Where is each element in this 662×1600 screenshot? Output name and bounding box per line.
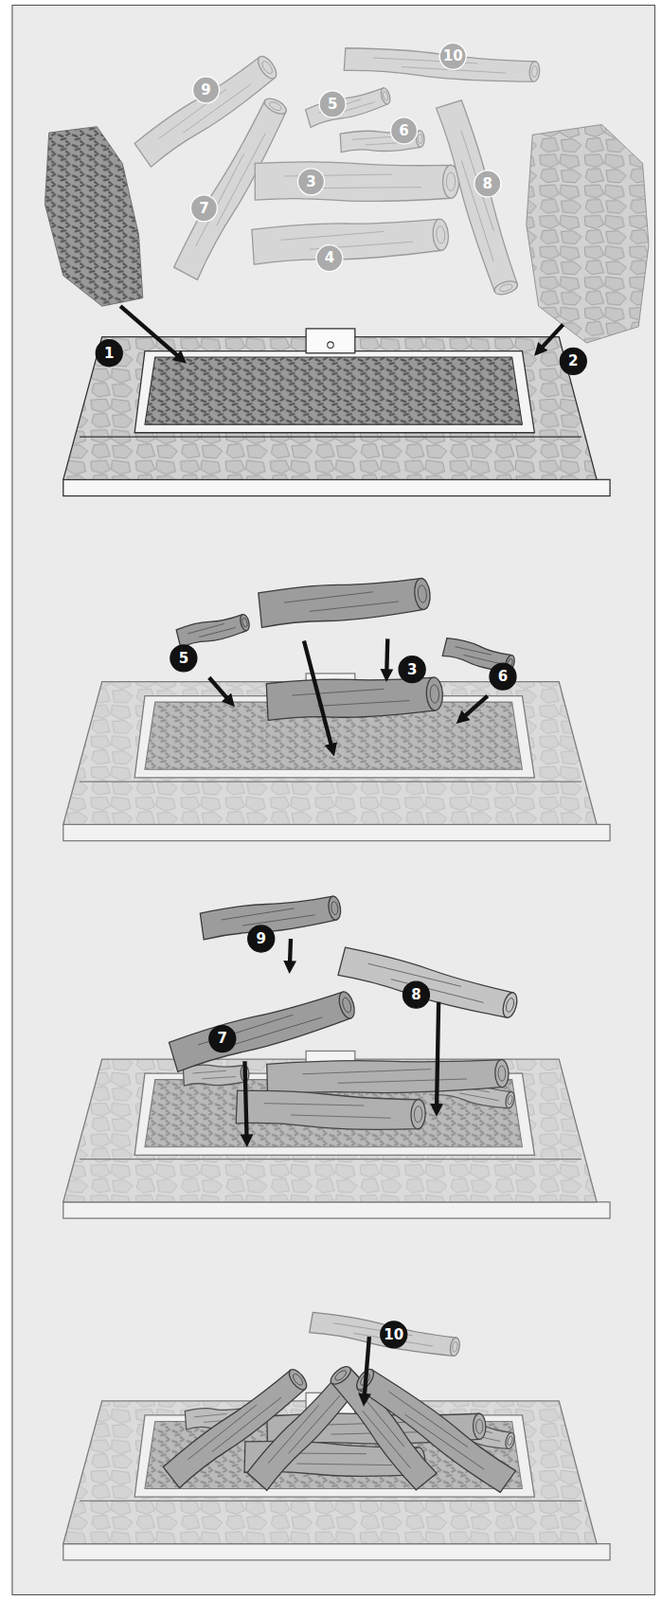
placement-arrow (289, 938, 291, 967)
log (251, 214, 450, 266)
callout-number: 4 (316, 249, 343, 267)
callout-number: 10 (439, 47, 466, 65)
lava-rocks (526, 124, 649, 342)
callout-number: 7 (209, 1029, 236, 1047)
callout-circle (391, 117, 418, 144)
callout-number: 2 (559, 352, 587, 370)
placement-arrow (209, 677, 232, 702)
callout-number: 6 (391, 122, 418, 140)
burner-tray (63, 1050, 610, 1218)
callout-number: 7 (190, 199, 217, 217)
callout-circle (316, 245, 343, 272)
log (235, 1089, 427, 1132)
callout-circle (380, 1321, 408, 1348)
callout-number: 9 (193, 81, 220, 99)
callout-number: 6 (489, 667, 517, 685)
callout-circle (402, 981, 430, 1008)
callout-circle (209, 1025, 236, 1053)
placement-arrow (304, 640, 333, 750)
callout-circle (193, 76, 220, 104)
placement-arrow (244, 1060, 247, 1141)
placement-arrow (120, 305, 182, 359)
burner-tray (63, 1392, 610, 1560)
placement-arrow (538, 324, 564, 352)
log (308, 1310, 462, 1360)
log (338, 946, 520, 1022)
callout-circle (297, 168, 324, 196)
callout-number: 3 (297, 173, 324, 191)
log (176, 610, 252, 649)
callout-circle (559, 347, 587, 375)
ember-chips (44, 126, 143, 307)
placement-arrow (461, 696, 488, 720)
log (434, 99, 522, 298)
callout-number: 1 (95, 344, 123, 362)
log (168, 986, 358, 1074)
burner-tray (63, 328, 610, 497)
callout-circle (439, 42, 466, 70)
callout-circle (95, 339, 123, 367)
callout-number: 5 (319, 95, 346, 113)
callout-number: 9 (248, 930, 275, 948)
callout-number: 10 (380, 1325, 408, 1343)
placement-arrow (436, 1001, 439, 1110)
callout-number: 5 (170, 649, 197, 667)
callout-circle (248, 925, 275, 952)
callout-circle (170, 644, 197, 672)
callout-circle (319, 90, 346, 118)
log (351, 1363, 517, 1493)
callout-circle (398, 656, 426, 683)
callout-circle (474, 170, 501, 197)
callout-number: 3 (398, 661, 426, 679)
callout-number: 8 (474, 175, 501, 193)
log (258, 573, 432, 628)
burner-tray (63, 673, 610, 841)
log (267, 1055, 510, 1096)
placement-arrow (364, 1336, 370, 1400)
placement-arrow (386, 638, 388, 676)
callout-circle (190, 195, 217, 222)
callout-circle (489, 662, 517, 690)
callout-number: 8 (402, 985, 430, 1003)
log (254, 161, 459, 202)
panel-ground (12, 4, 656, 1594)
log (304, 84, 393, 128)
